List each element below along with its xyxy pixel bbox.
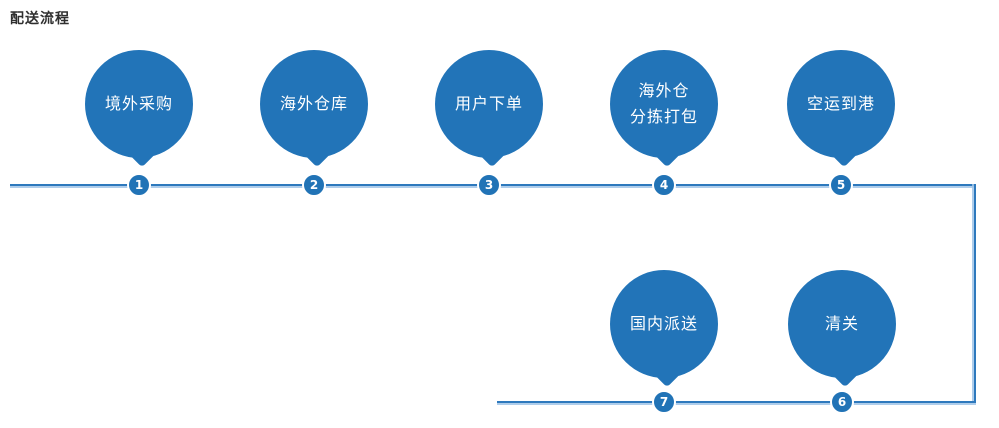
- step-label: 海外仓分拣打包: [630, 78, 698, 130]
- step-number: 2: [309, 178, 319, 192]
- step-label: 国内派送: [630, 311, 698, 337]
- step-label-line: 用户下单: [454, 94, 523, 113]
- step-label-line: 空运到港: [806, 94, 875, 113]
- step-bubble: 清关: [788, 270, 896, 388]
- step-bubble: 空运到港: [787, 50, 895, 168]
- step-label-line: 清关: [824, 314, 859, 333]
- bubble-tail-icon: [305, 144, 329, 168]
- step-number-badge: 7: [652, 390, 676, 414]
- step-bubble: 海外仓分拣打包: [610, 50, 718, 168]
- bubble-tail-icon: [832, 144, 856, 168]
- step-label: 空运到港: [807, 91, 875, 117]
- step-number: 3: [484, 178, 494, 192]
- step-number-badge: 3: [477, 173, 501, 197]
- step-number: 4: [659, 178, 669, 192]
- bubble-tail-icon: [655, 364, 679, 388]
- bubble-tail-icon: [655, 144, 679, 168]
- step-label-line: 海外仓: [638, 81, 690, 100]
- flow-line-bottom: [497, 401, 976, 403]
- step-number: 1: [134, 178, 144, 192]
- step-label-line: 境外采购: [104, 94, 173, 113]
- step-number-badge: 1: [127, 173, 151, 197]
- step-number: 7: [659, 395, 669, 409]
- step-label-line: 分拣打包: [629, 107, 698, 126]
- step-bubble: 海外仓库: [260, 50, 368, 168]
- bubble-tail-icon: [480, 144, 504, 168]
- bubble-tail-icon: [833, 364, 857, 388]
- step-label: 海外仓库: [280, 91, 348, 117]
- step-number: 6: [837, 395, 847, 409]
- step-number: 5: [836, 178, 846, 192]
- step-label: 境外采购: [105, 91, 173, 117]
- step-bubble: 国内派送: [610, 270, 718, 388]
- step-label-line: 海外仓库: [279, 94, 348, 113]
- step-label: 清关: [825, 311, 859, 337]
- step-number-badge: 6: [830, 390, 854, 414]
- step-bubble: 境外采购: [85, 50, 193, 168]
- step-number-badge: 2: [302, 173, 326, 197]
- step-number-badge: 5: [829, 173, 853, 197]
- step-label: 用户下单: [455, 91, 523, 117]
- page-title: 配送流程: [10, 11, 70, 27]
- bubble-tail-icon: [130, 144, 154, 168]
- flow-line-right: [974, 184, 976, 403]
- step-bubble: 用户下单: [435, 50, 543, 168]
- step-number-badge: 4: [652, 173, 676, 197]
- step-label-line: 国内派送: [629, 314, 698, 333]
